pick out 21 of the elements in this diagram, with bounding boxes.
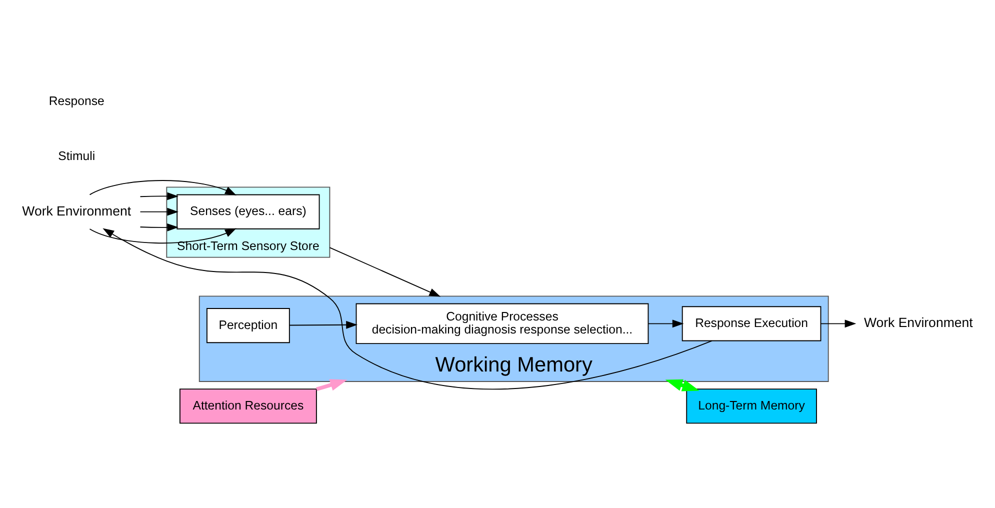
label: Response [48, 94, 104, 108]
arrow [329, 247, 441, 297]
arrow [289, 320, 358, 329]
arrow [316, 379, 348, 392]
arrow [89, 180, 236, 196]
node-text: Work Environment [864, 315, 973, 330]
arrow [140, 223, 179, 232]
label: Stimuli [58, 149, 96, 164]
arrow [89, 228, 236, 244]
arrow [140, 192, 179, 200]
node-box: Attention Resources [179, 388, 317, 424]
node-box: Senses (eyes... ears) [176, 194, 320, 230]
node-box: Cognitive Processes decision-making diagnosis response selection... [356, 303, 649, 344]
arrow [648, 320, 684, 328]
node-box: Response Execution [682, 306, 822, 342]
node-box: Perception [206, 308, 290, 344]
node-box: Long-Term Memory [686, 388, 817, 424]
arrow [820, 320, 856, 328]
arrow [140, 208, 179, 216]
arrow [665, 379, 700, 392]
node-text: Work Environment [22, 203, 132, 218]
